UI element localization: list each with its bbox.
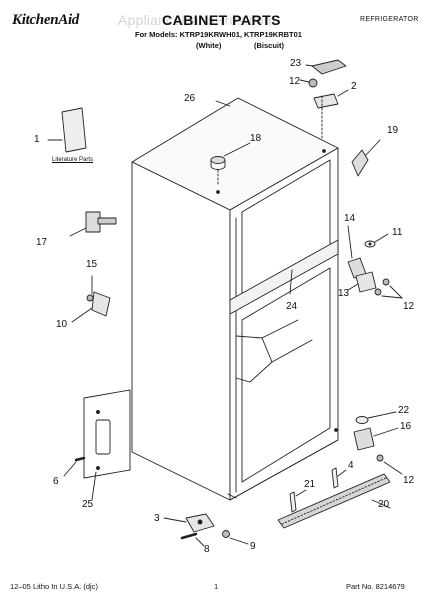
callout-25: 25 xyxy=(82,499,94,510)
part-9-screw xyxy=(222,530,249,545)
part-1-literature xyxy=(47,107,87,153)
callout-13: 13 xyxy=(338,288,350,299)
footer-part-number: Part No. 8214679 xyxy=(346,582,405,591)
part-20-kickplate xyxy=(277,473,391,529)
brand-logo: KitchenAid xyxy=(12,12,80,28)
page-title: CABINET PARTS xyxy=(162,12,282,28)
part-21-clip xyxy=(289,489,307,513)
callout-26: 26 xyxy=(184,93,196,104)
footer-page-number: 1 xyxy=(214,582,219,591)
callout-15: 15 xyxy=(86,259,98,270)
callout-3: 3 xyxy=(154,513,160,524)
callout-23: 23 xyxy=(290,58,302,69)
callout-6: 6 xyxy=(53,476,59,487)
part-11-washer xyxy=(364,233,389,248)
callout-1: 1 xyxy=(34,134,40,145)
part-4-clip xyxy=(331,467,347,489)
part-25-side-panel xyxy=(83,389,131,501)
leader-26 xyxy=(215,100,231,107)
part-12-screws-mid xyxy=(374,278,403,299)
category-label: REFRIGERATOR xyxy=(360,16,419,23)
callout-8: 8 xyxy=(204,544,210,555)
literature-parts-label: Literature Parts xyxy=(52,157,94,163)
callout-9: 9 xyxy=(250,541,256,552)
part-18-plug xyxy=(210,142,251,186)
callout-11: 11 xyxy=(392,227,403,238)
part-14-center-hinge xyxy=(347,225,367,279)
part-3-bracket xyxy=(163,513,215,533)
part-12-screw-bottom xyxy=(376,454,403,475)
models-line: For Models: KTRP19KRWH01, KTRP19KRBT01 xyxy=(135,30,302,39)
callout-20: 20 xyxy=(378,499,390,510)
part-15-screw xyxy=(86,275,94,302)
part-13-hinge-plate xyxy=(347,271,377,293)
callout-12-middle: 12 xyxy=(403,301,415,312)
cabinet-body xyxy=(131,97,339,501)
part-16-bottom-hinge xyxy=(353,427,399,451)
callout-21: 21 xyxy=(304,479,316,490)
callout-2: 2 xyxy=(351,81,357,92)
callout-19: 19 xyxy=(387,125,399,136)
callout-4: 4 xyxy=(348,460,354,471)
part-2-top-hinge xyxy=(313,89,349,139)
callout-18: 18 xyxy=(250,133,262,144)
variant-white: (White) xyxy=(196,41,222,50)
part-8-screw xyxy=(180,532,205,547)
callout-17: 17 xyxy=(36,237,48,248)
callout-22: 22 xyxy=(398,405,410,416)
variant-biscuit: (Biscuit) xyxy=(254,41,284,50)
leader-24 xyxy=(289,269,293,295)
part-10-bracket xyxy=(71,291,111,323)
part-6-screw xyxy=(63,456,86,477)
callout-14: 14 xyxy=(344,213,356,224)
footer-print-info: 12–05 Litho In U.S.A. (djc) xyxy=(10,582,98,591)
part-17-leveler xyxy=(69,211,117,237)
callout-10: 10 xyxy=(56,319,68,330)
part-23-hinge-cover xyxy=(305,59,347,75)
callout-12-top: 12 xyxy=(289,76,301,87)
part-12-screw-top xyxy=(299,78,318,88)
callout-16: 16 xyxy=(400,421,412,432)
callout-12-bottom: 12 xyxy=(403,475,415,486)
callout-24: 24 xyxy=(286,301,298,312)
watermark: AppliancePartsPros.com xyxy=(118,12,276,28)
part-19-bracket xyxy=(351,139,381,177)
part-22-washer xyxy=(355,411,397,424)
